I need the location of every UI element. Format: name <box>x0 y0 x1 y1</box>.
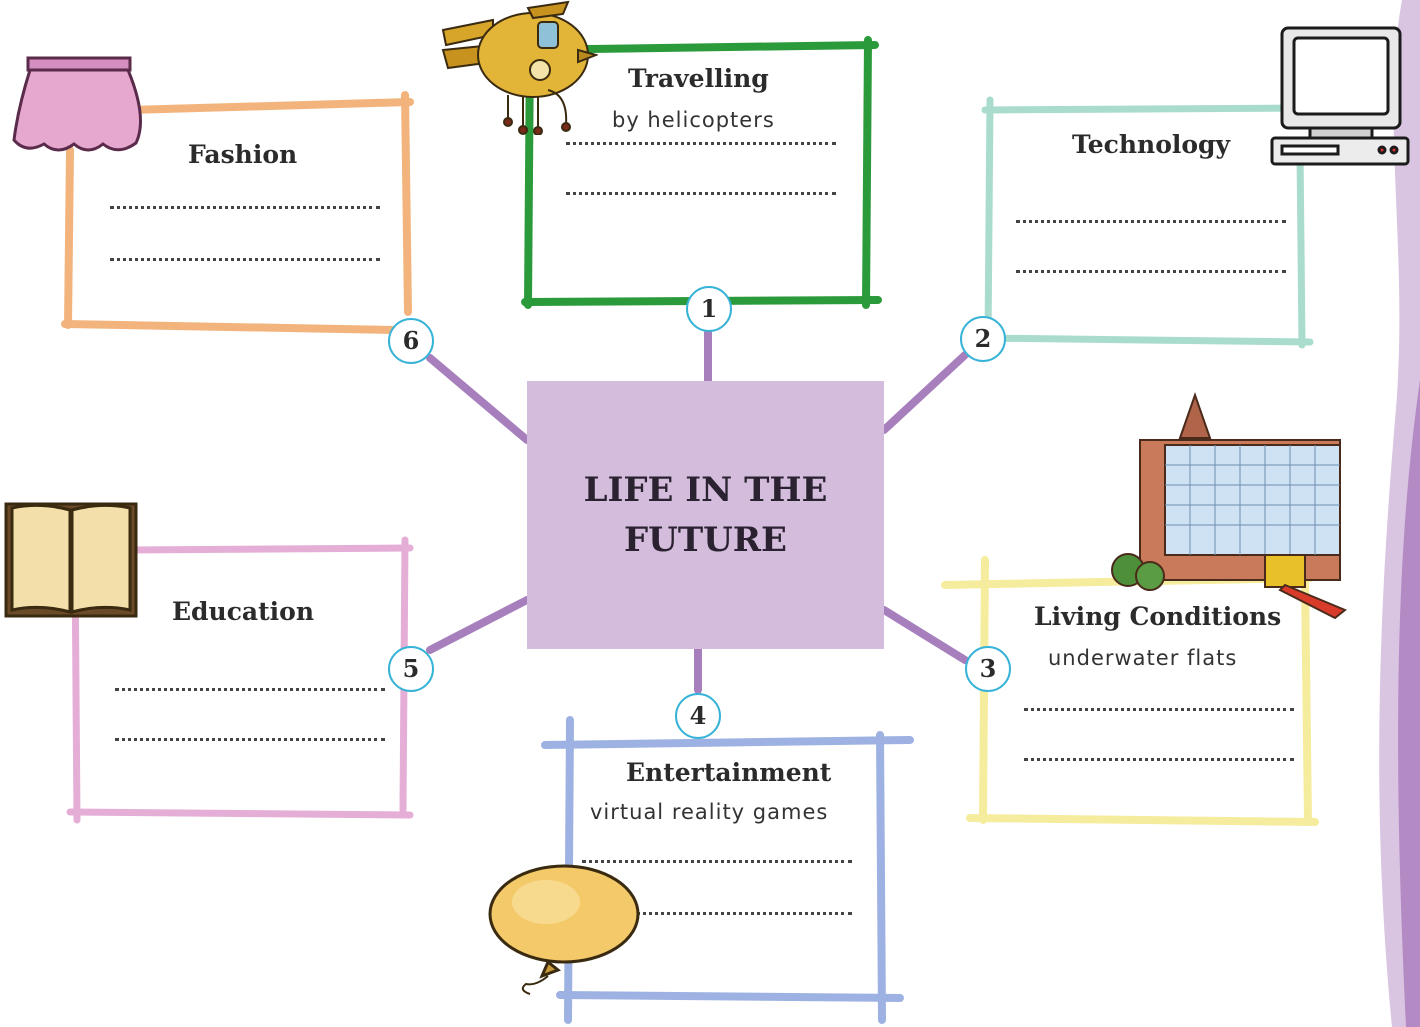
frame-fashion <box>61 91 414 334</box>
topic-technology: Technology <box>1072 130 1231 159</box>
badge-4: 4 <box>675 693 721 739</box>
example-entertainment: virtual reality games <box>590 800 829 824</box>
answer-line-fashion-1[interactable] <box>110 206 380 209</box>
example-living-conditions: underwater flats <box>1048 646 1238 670</box>
answer-line-travelling-1[interactable] <box>566 142 836 145</box>
book-icon <box>4 502 138 618</box>
answer-line-education-1[interactable] <box>115 688 385 691</box>
topic-education: Education <box>172 597 315 626</box>
computer-icon <box>1270 26 1410 166</box>
central-topic-title: LIFE IN THE FUTURE <box>583 470 828 560</box>
answer-line-entertainment-2[interactable] <box>582 912 852 915</box>
connector-3 <box>880 606 969 664</box>
topic-entertainment: Entertainment <box>626 758 832 787</box>
badge-6: 6 <box>388 318 434 364</box>
answer-line-travelling-2[interactable] <box>566 192 836 195</box>
answer-line-fashion-2[interactable] <box>110 258 380 261</box>
badge-2: 2 <box>960 316 1006 362</box>
answer-line-technology-2[interactable] <box>1016 270 1286 273</box>
answer-line-living-2[interactable] <box>1024 758 1294 761</box>
skirt-icon <box>12 56 142 152</box>
badge-5: 5 <box>388 646 434 692</box>
answer-line-technology-1[interactable] <box>1016 220 1286 223</box>
connector-6 <box>426 354 531 444</box>
topic-fashion: Fashion <box>188 140 298 169</box>
answer-line-entertainment-1[interactable] <box>582 860 852 863</box>
central-topic-box: LIFE IN THE FUTURE <box>527 381 884 649</box>
badge-1: 1 <box>686 286 732 332</box>
connector-5 <box>426 596 531 654</box>
connector-2 <box>880 351 969 434</box>
badge-3: 3 <box>965 646 1011 692</box>
topic-living-conditions: Living Conditions <box>1034 602 1282 631</box>
answer-line-education-2[interactable] <box>115 738 385 741</box>
balloon-icon <box>488 864 640 995</box>
helicopter-icon <box>441 0 598 135</box>
side-ribbon <box>1379 0 1420 1027</box>
example-travelling: by helicopters <box>612 108 775 132</box>
answer-line-living-1[interactable] <box>1024 708 1294 711</box>
frame-technology <box>976 96 1314 349</box>
building-icon <box>1111 391 1347 620</box>
topic-travelling: Travelling <box>628 64 769 93</box>
